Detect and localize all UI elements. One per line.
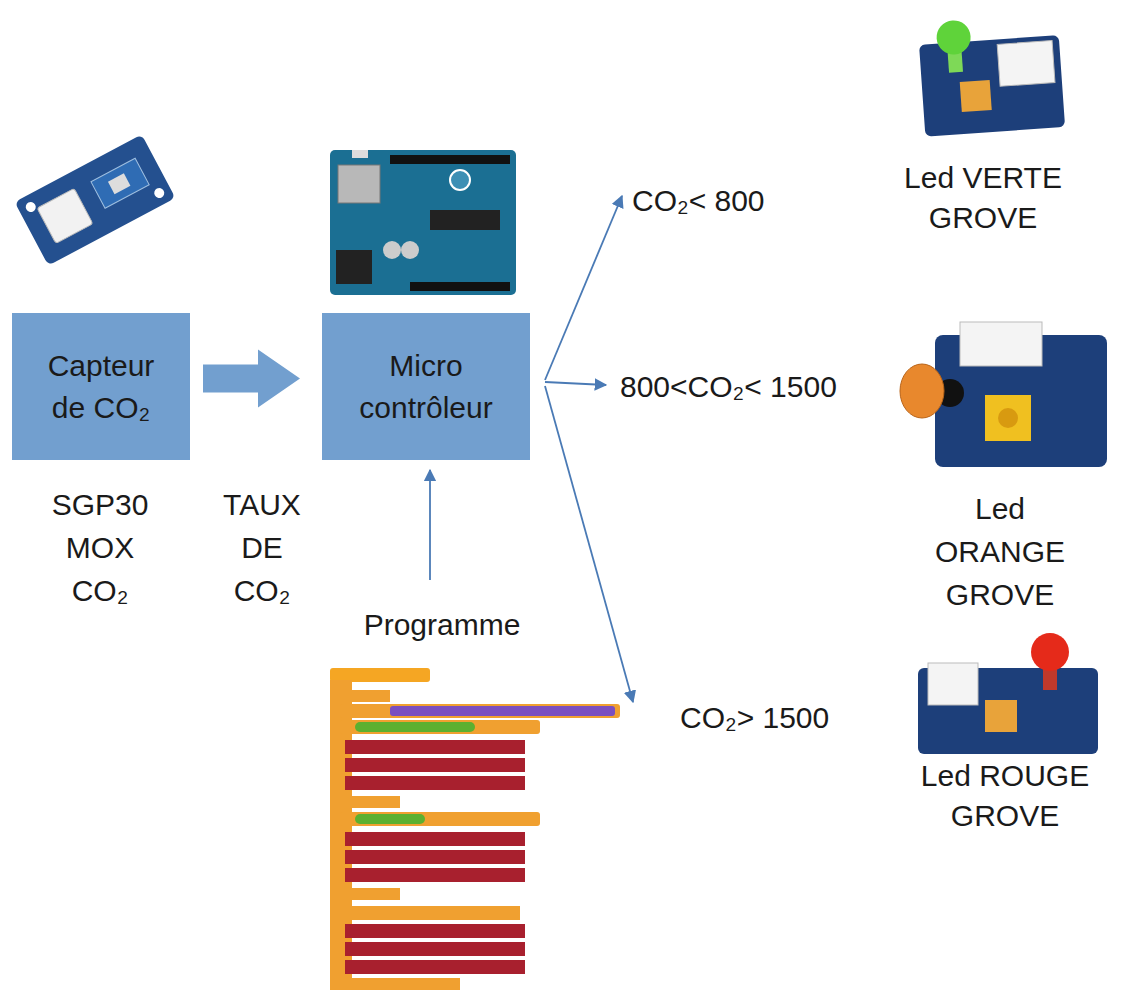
text-label: TAUX DE CO₂ xyxy=(223,483,301,612)
text-label: Led ORANGE GROVE xyxy=(935,487,1065,616)
box-label: Capteur de CO₂ xyxy=(48,345,155,429)
sensor-picture xyxy=(15,134,176,265)
text-label: CO₂< 800 xyxy=(632,180,765,222)
orange-led-picture xyxy=(900,322,1107,467)
program-picture xyxy=(330,668,620,990)
block-arrow xyxy=(203,350,300,408)
text-label: Led ROUGE GROVE xyxy=(893,756,1118,836)
box-label: Micro contrôleur xyxy=(359,345,492,429)
text-label: 800<CO₂< 1500 xyxy=(620,366,837,408)
text-label: Programme xyxy=(364,604,521,646)
process-box: Capteur de CO₂ xyxy=(12,313,190,460)
red-led-picture xyxy=(918,633,1098,754)
green-led-picture xyxy=(917,13,1065,136)
text-label: CO₂> 1500 xyxy=(680,697,829,739)
text-label: Led VERTE GROVE xyxy=(876,158,1091,238)
text-label: SGP30 MOX CO₂ xyxy=(52,483,149,612)
process-box: Micro contrôleur xyxy=(322,313,530,460)
microcontroller-picture xyxy=(330,150,516,295)
